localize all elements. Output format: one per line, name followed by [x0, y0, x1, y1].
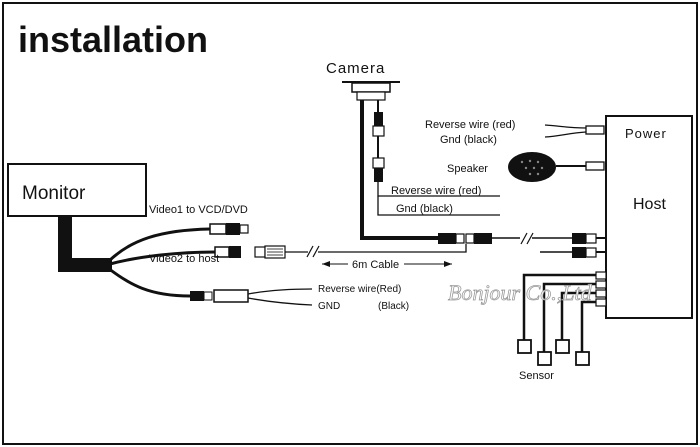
monitor-label: Monitor — [22, 183, 86, 204]
camera-label: Camera — [326, 60, 385, 77]
sensor-wire-2 — [542, 282, 596, 352]
monitor-box — [7, 163, 147, 217]
reverse-lead-wire — [107, 266, 191, 298]
speaker-label: Speaker — [447, 163, 488, 175]
video2-wire — [109, 250, 216, 266]
reverse-red-wire-monitor — [247, 288, 313, 295]
monitor-cable-base — [58, 258, 112, 272]
video1-connector — [209, 223, 249, 235]
host-break-mark-b — [526, 232, 534, 245]
speaker-icon — [508, 152, 556, 182]
cable-dim-arrow-right — [444, 261, 452, 267]
power-plug — [585, 125, 605, 135]
sensor-3 — [555, 339, 570, 354]
cable-break-mark-a — [306, 245, 314, 258]
watermark: Bonjour Co.,Ltd — [448, 280, 593, 305]
power-gnd-wire — [544, 131, 587, 138]
sensor-ports — [595, 271, 607, 307]
gnd-monitor-label: GND — [318, 301, 340, 312]
sensor-wire-1 — [522, 273, 596, 340]
video1-label: Video1 to VCD/DVD — [149, 204, 248, 216]
host-label: Host — [633, 196, 666, 213]
host-video-connector-b — [540, 247, 606, 258]
host-video-connector-a — [572, 233, 606, 244]
cable-label: 6m Cable — [352, 259, 399, 271]
power-gnd-label: Gnd (black) — [440, 134, 497, 146]
cable-junction-connector — [438, 233, 492, 244]
sensor-2 — [537, 351, 552, 366]
sensor-wire-3 — [560, 291, 596, 340]
cable-to-junction — [462, 244, 467, 253]
cable-break-mark-b — [312, 245, 320, 258]
camera-gnd-label: Gnd (black) — [396, 203, 453, 215]
sensor-1 — [517, 339, 532, 354]
sensor-wire-4 — [580, 300, 596, 352]
page-title: installation — [18, 19, 208, 60]
host-break-mark-a — [520, 232, 528, 245]
gnd-wire-monitor — [247, 297, 313, 306]
camera-plug-upper — [372, 112, 385, 137]
sensor-label: Sensor — [519, 370, 554, 382]
sensor-4 — [575, 351, 590, 366]
host-box — [605, 115, 693, 319]
power-reverse-wire — [544, 124, 587, 129]
reverse-wire-monitor-label: Reverse wire(Red) — [318, 284, 401, 295]
camera-gnd-wire — [377, 196, 500, 216]
black-monitor-label: (Black) — [378, 301, 409, 312]
speaker-plug — [585, 161, 605, 171]
camera-video-cable — [360, 100, 438, 240]
camera-reverse-wire-label: Reverse wire (red) — [391, 185, 481, 197]
cable-dim-arrow-left — [322, 261, 330, 267]
power-label: Power — [625, 126, 667, 141]
reverse-lead-connector — [190, 289, 249, 303]
video2-connector — [214, 245, 286, 259]
camera-plug-lower — [372, 157, 385, 182]
camera-icon — [342, 81, 400, 101]
video2-label: Video2 to host — [149, 253, 219, 265]
video1-wire — [106, 227, 211, 264]
power-reverse-wire-label: Reverse wire (red) — [425, 119, 515, 131]
